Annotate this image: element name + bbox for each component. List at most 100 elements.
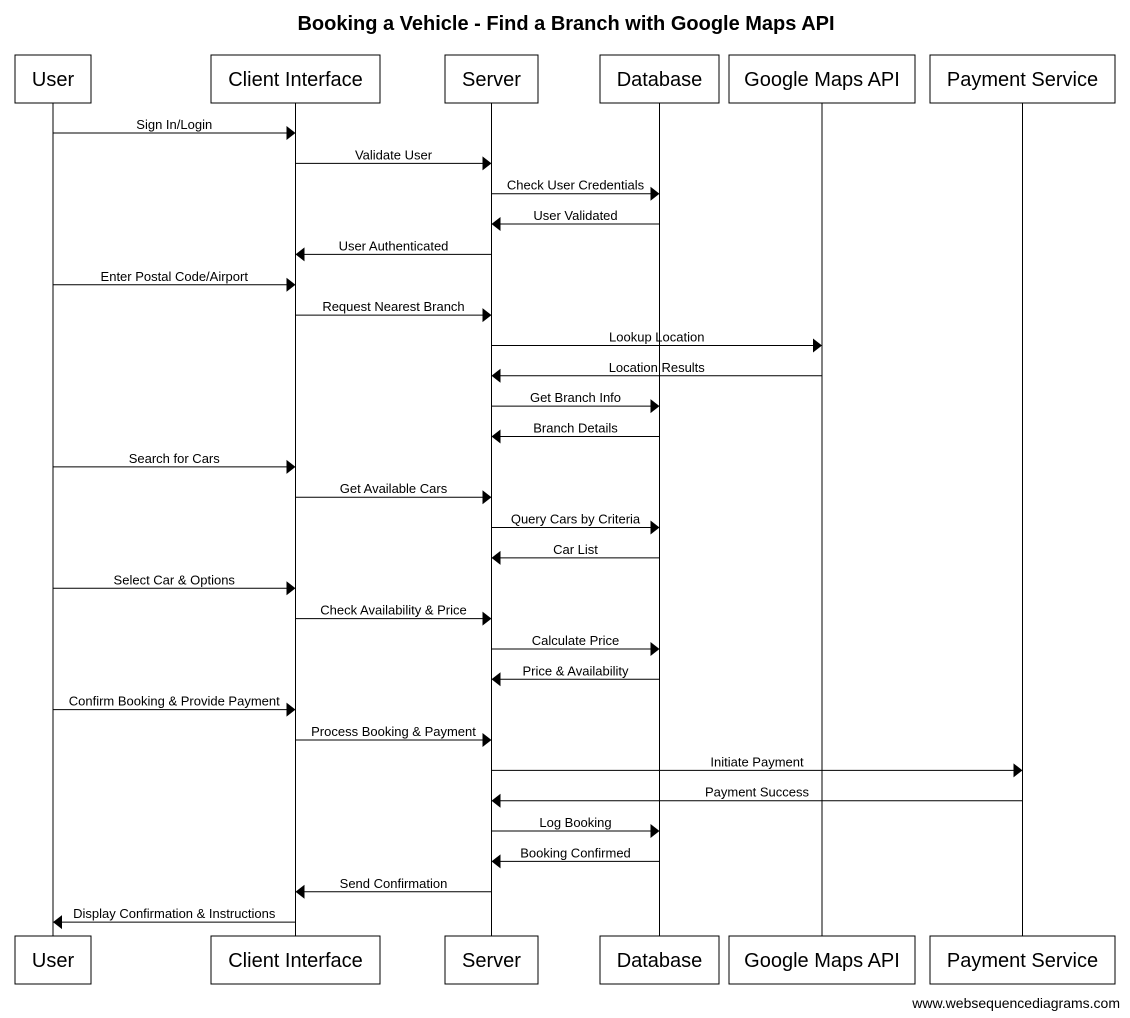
message-label: Send Confirmation [340,876,448,891]
message-label: Calculate Price [532,633,619,648]
arrowhead [482,611,492,626]
message-arrow: Query Cars by Criteria [491,512,660,535]
arrowhead [491,368,501,383]
actor-box-user-bottom: User [14,935,92,985]
actor-box-user-top: User [14,54,92,104]
message-arrow: Get Branch Info [491,390,660,414]
message-arrow: Display Confirmation & Instructions [53,906,296,930]
watermark: www.websequencediagrams.com [911,995,1120,1011]
message-arrow: Get Available Cars [295,481,492,505]
message-arrow: Process Booking & Payment [295,724,492,747]
arrowhead [491,429,501,444]
arrowhead [491,672,501,687]
actor-label: Database [617,950,703,972]
message-arrow: Payment Success [491,785,1023,808]
actor-label: Google Maps API [744,950,900,972]
message-label: Display Confirmation & Instructions [73,906,276,921]
arrowhead [53,915,62,930]
message-label: Get Available Cars [340,481,448,496]
arrowhead [286,126,296,140]
message-arrow: User Authenticated [295,238,492,262]
diagram-title: Booking a Vehicle - Find a Branch with G… [297,13,834,35]
message-label: Search for Cars [129,451,221,466]
actor-label: Server [462,950,521,972]
actor-label: Database [617,69,703,91]
message-arrow: Select Car & Options [53,572,296,596]
message-arrow: Confirm Booking & Provide Payment [53,694,296,717]
message-arrow: Initiate Payment [491,754,1023,778]
actor-box-database-bottom: Database [599,935,720,985]
message-label: Query Cars by Criteria [511,512,641,527]
arrowhead [650,186,660,201]
arrowhead [286,277,296,292]
message-arrow: Booking Confirmed [491,845,660,869]
arrowhead [491,793,501,808]
message-label: Select Car & Options [114,572,236,587]
actors-bottom: User Client Interface Server Database Google… [14,935,1116,985]
arrowhead [1013,763,1023,778]
arrowhead [482,733,492,747]
message-label: Confirm Booking & Provide Payment [69,694,280,709]
actor-box-database-top: Database [599,54,720,104]
message-arrow: Request Nearest Branch [295,299,492,323]
message-label: Validate User [355,147,433,162]
message-label: Check Availability & Price [320,603,466,618]
message-label: Initiate Payment [710,754,804,769]
message-arrow: Lookup Location [491,329,822,353]
arrowhead [650,641,660,656]
arrowhead [813,338,822,353]
arrowhead [482,156,492,171]
message-label: Price & Availability [523,663,629,678]
actor-box-payment-top: Payment Service [929,54,1116,104]
message-arrow: Send Confirmation [295,876,492,899]
message-label: Check User Credentials [507,178,645,193]
actor-box-server-top: Server [444,54,539,104]
message-label: Get Branch Info [530,390,621,405]
arrowhead [295,884,305,899]
message-arrow: Calculate Price [491,633,660,656]
message-label: Request Nearest Branch [322,299,464,314]
arrowhead [295,247,305,262]
message-label: Payment Success [705,785,810,800]
message-arrow: Search for Cars [53,451,296,474]
arrowhead [482,308,492,323]
actor-label: Client Interface [228,69,363,91]
arrowhead [482,490,492,505]
actor-box-maps-top: Google Maps API [728,54,916,104]
message-arrow: Car List [491,542,660,565]
message-label: User Validated [533,208,617,223]
actor-box-client-bottom: Client Interface [210,935,381,985]
message-label: Booking Confirmed [520,845,631,860]
message-arrow: Log Booking [491,815,660,839]
arrowhead [491,550,501,565]
message-arrow: Price & Availability [491,663,660,687]
actor-label: User [32,69,75,91]
arrowhead [650,520,660,535]
actor-label: Server [462,69,521,91]
actor-box-server-bottom: Server [444,935,539,985]
message-arrow: Branch Details [491,421,660,444]
arrowhead [650,399,660,414]
message-label: Lookup Location [609,329,704,344]
message-label: Branch Details [533,421,618,436]
arrowhead [286,702,296,717]
actor-label: Payment Service [947,69,1098,91]
arrowhead [286,459,296,474]
message-label: Log Booking [539,815,611,830]
message-arrow: Sign In/Login [53,117,296,140]
actor-box-client-top: Client Interface [210,54,381,104]
message-label: Location Results [609,360,706,375]
actors-top: User Client Interface Server Database Google… [14,54,1116,104]
message-arrow: User Validated [491,208,660,232]
actor-label: User [32,950,75,972]
message-label: Sign In/Login [136,117,212,132]
message-arrow: Enter Postal Code/Airport [53,269,296,292]
message-arrow: Check User Credentials [491,178,660,201]
arrowhead [286,581,296,596]
arrowhead [491,854,501,869]
message-arrow: Check Availability & Price [295,603,492,626]
message-arrow: Location Results [491,360,822,383]
actor-label: Google Maps API [744,69,900,91]
message-label: Enter Postal Code/Airport [101,269,249,284]
